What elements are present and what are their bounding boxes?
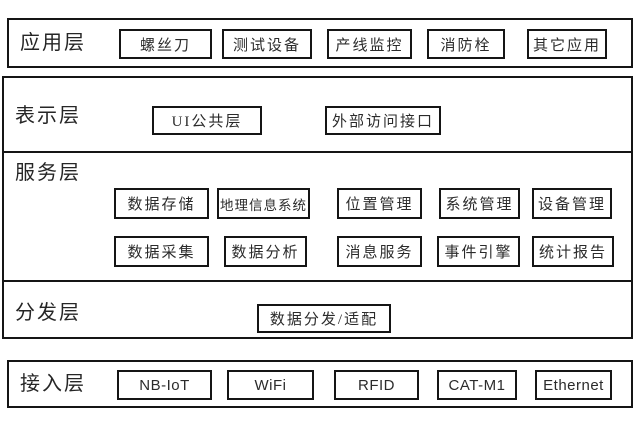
wifi-box: WiFi xyxy=(227,370,314,400)
distribution-layer-label: 分发层 xyxy=(15,302,81,324)
screwdriver-box: 螺丝刀 xyxy=(119,29,212,59)
access-layer-label: 接入层 xyxy=(20,373,86,395)
presentation-layer-label: 表示层 xyxy=(15,105,81,127)
access-layer-section: 接入层 NB-IoT WiFi RFID CAT-M1 Ethernet xyxy=(7,360,633,408)
nb-iot-box: NB-IoT xyxy=(117,370,212,400)
divider-service-distribution xyxy=(2,280,633,282)
data-storage-box: 数据存储 xyxy=(114,188,209,219)
application-layer-label: 应用层 xyxy=(20,32,86,54)
event-engine-box: 事件引擎 xyxy=(437,236,520,267)
data-distribution-adaptation-box: 数据分发/适配 xyxy=(257,304,391,333)
middle-layers-section: 表示层 UI公共层 外部访问接口 服务层 数据存储 地理信息系统 位置管理 系统… xyxy=(2,76,633,339)
production-line-monitoring-box: 产线监控 xyxy=(327,29,412,59)
data-collection-box: 数据采集 xyxy=(114,236,209,267)
fire-hydrant-box: 消防栓 xyxy=(427,29,505,59)
location-management-box: 位置管理 xyxy=(337,188,422,219)
test-equipment-box: 测试设备 xyxy=(222,29,312,59)
statistics-report-box: 统计报告 xyxy=(532,236,614,267)
ethernet-box: Ethernet xyxy=(535,370,612,400)
data-analysis-box: 数据分析 xyxy=(224,236,307,267)
divider-presentation-service xyxy=(2,151,633,153)
application-layer-section: 应用层 螺丝刀 测试设备 产线监控 消防栓 其它应用 xyxy=(7,18,633,68)
message-service-box: 消息服务 xyxy=(337,236,422,267)
other-applications-box: 其它应用 xyxy=(527,29,607,59)
system-management-box: 系统管理 xyxy=(439,188,520,219)
gis-box: 地理信息系统 xyxy=(217,188,310,219)
rfid-box: RFID xyxy=(334,370,419,400)
service-layer-label: 服务层 xyxy=(15,162,81,184)
cat-m1-box: CAT-M1 xyxy=(437,370,517,400)
external-access-interface-box: 外部访问接口 xyxy=(325,106,441,135)
device-management-box: 设备管理 xyxy=(532,188,612,219)
ui-common-layer-box: UI公共层 xyxy=(152,106,262,135)
